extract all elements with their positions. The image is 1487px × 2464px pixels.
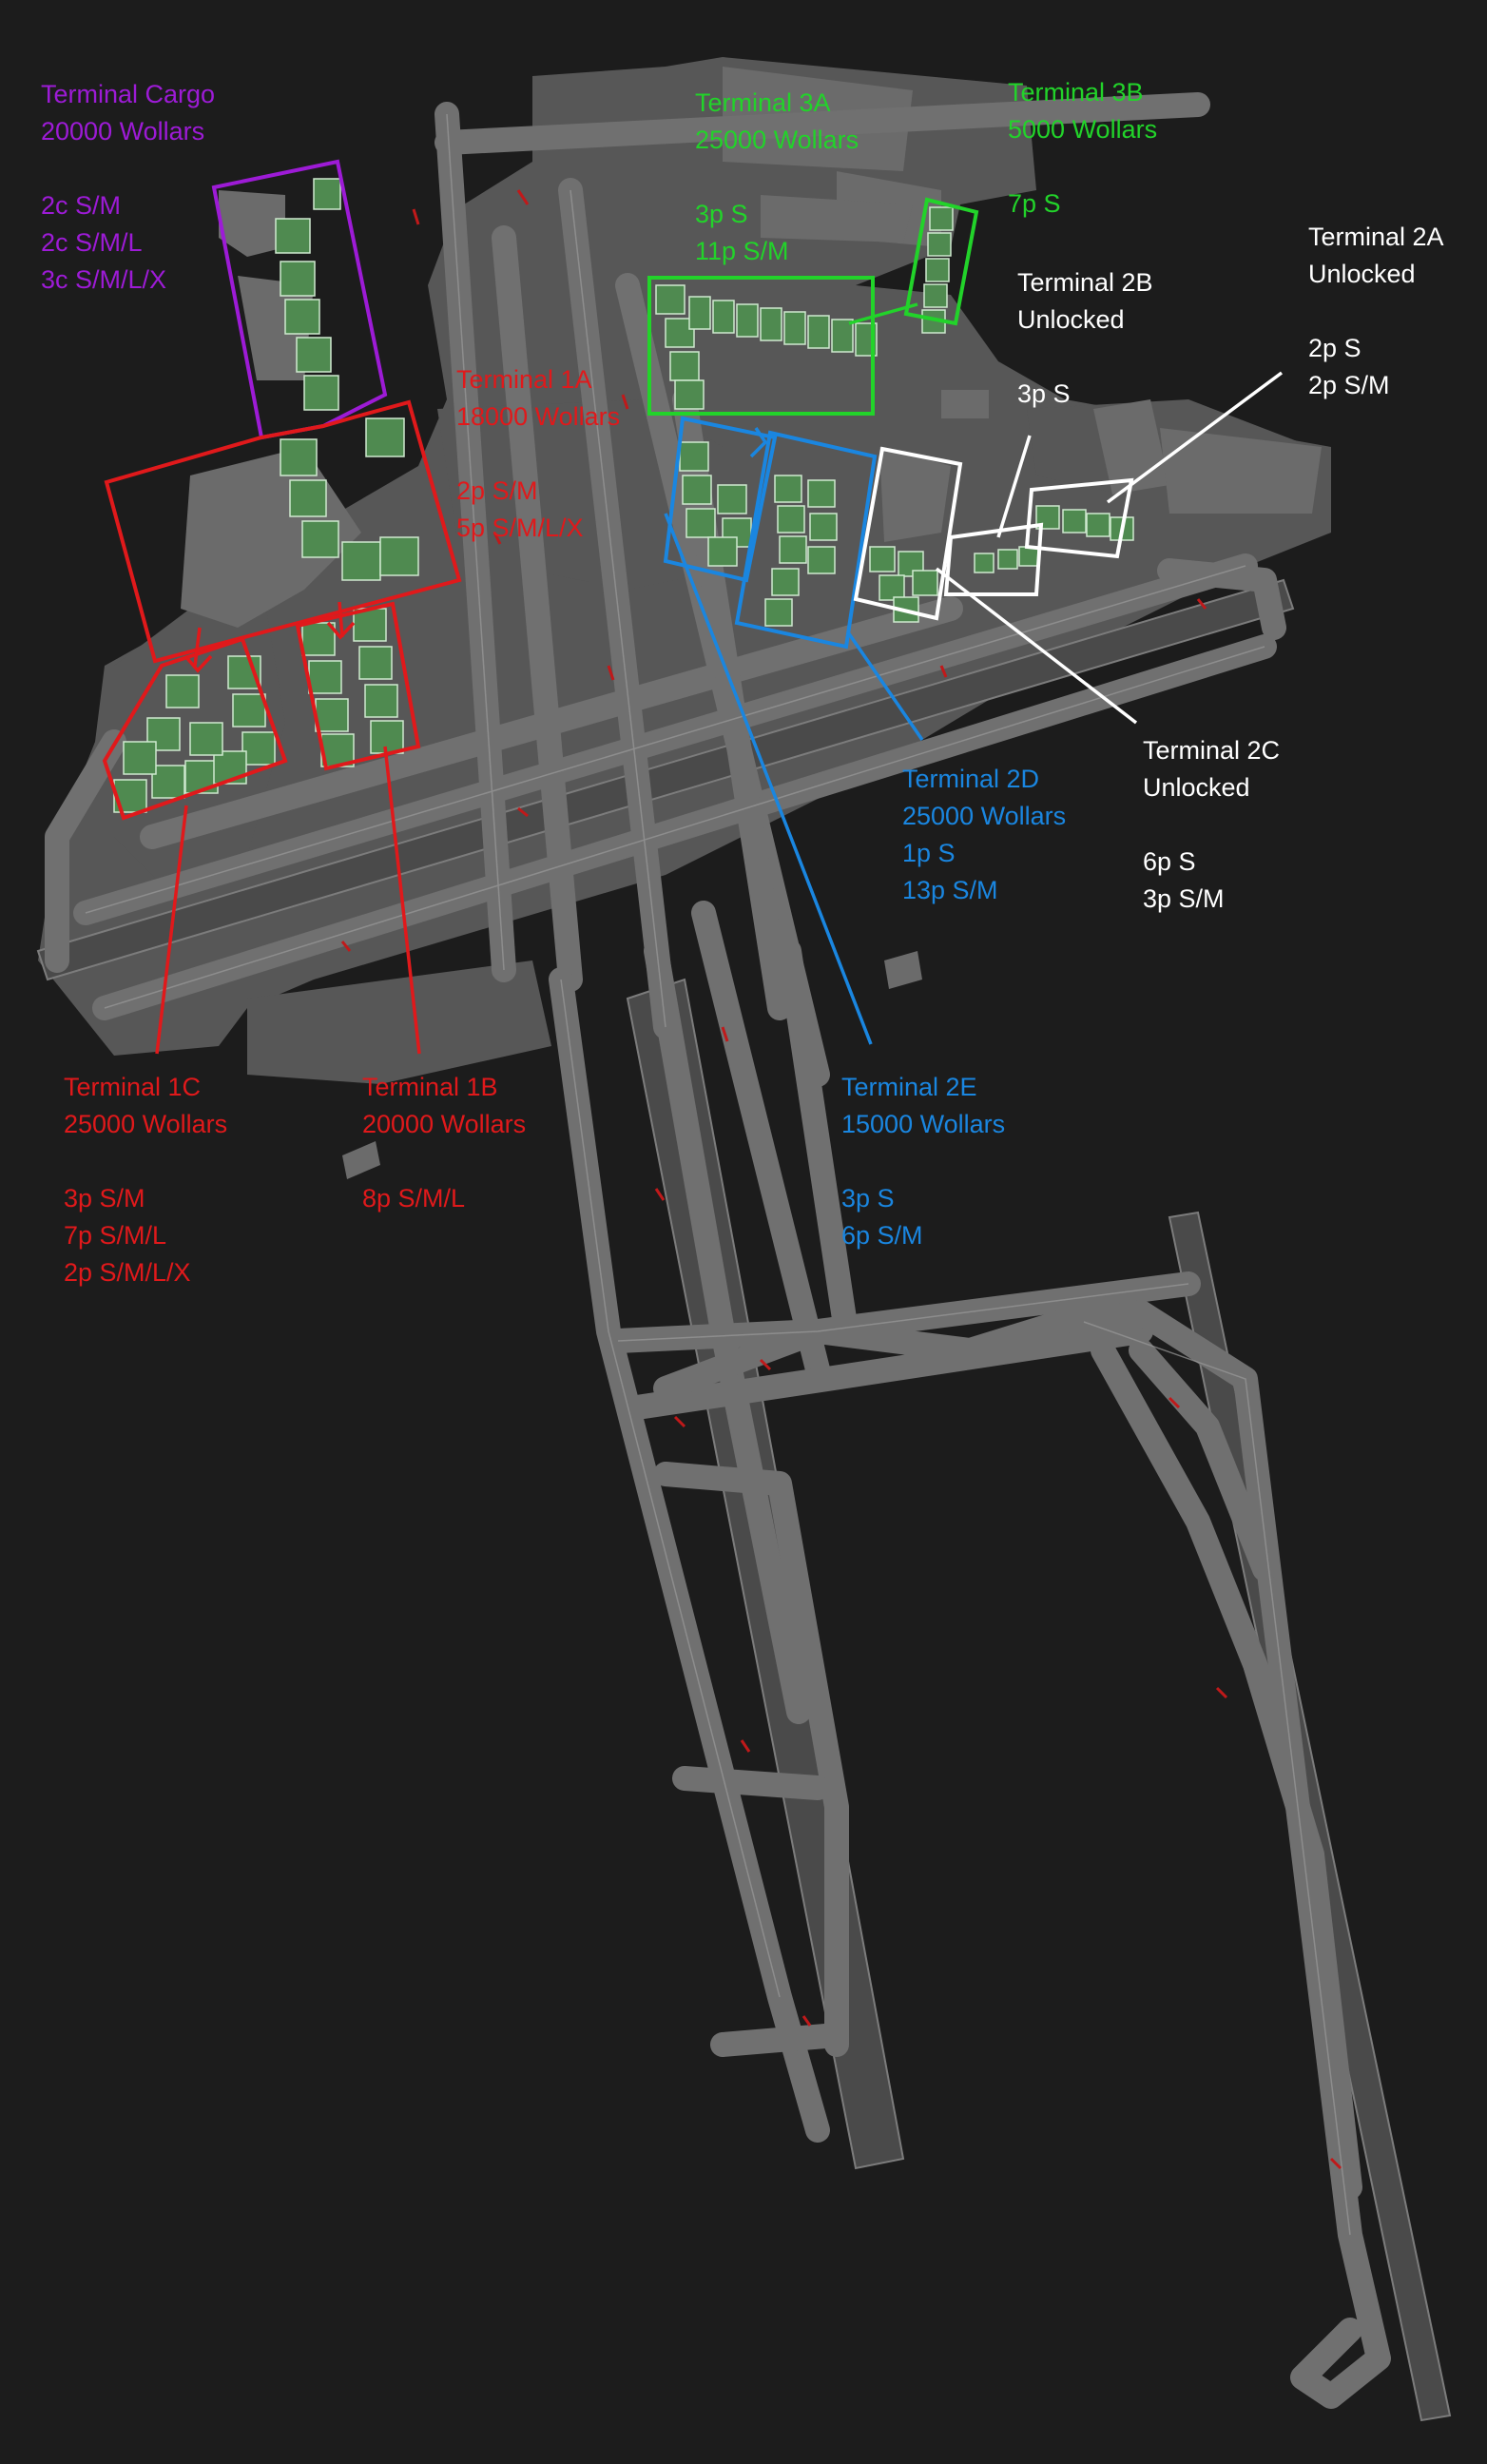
terminal-1a-cost: 18000 Wollars [456,402,621,431]
terminal-1c-name: Terminal 1C [64,1073,202,1101]
hold-markings [340,189,1342,2170]
outline-2a [1024,477,1134,559]
terminal-1b-name: Terminal 1B [362,1073,498,1101]
label-terminal-2a: Terminal 2A Unlocked 2p S 2p S/M [1308,219,1444,404]
pointer-arrowheads [183,427,768,673]
terminal-1c-cost: 25000 Wollars [64,1110,228,1138]
label-terminal-2b: Terminal 2B Unlocked 3p S [1017,264,1153,413]
terminal-1a-stand: 5p S/M/L/X [456,514,584,542]
terminal-1a-stand: 2p S/M [456,476,538,505]
label-terminal-1a: Terminal 1A 18000 Wollars 2p S/M 5p S/M/… [456,361,620,547]
terminal-2b-stand: 3p S [1017,379,1071,408]
outline-3a [647,276,875,416]
terminal-3a-cost: 25000 Wollars [695,126,859,154]
terminal-2e-stand: 3p S [841,1184,895,1213]
taxiway-centerlines [85,113,1351,2236]
terminal-2d-stand: 1p S [902,839,956,867]
outline-3b [903,197,979,326]
terminal-3a-stand: 3p S [695,200,748,228]
terminal-3a-stand: 11p S/M [695,237,789,265]
terminal-outlines [102,159,1134,821]
outline-1c [102,636,288,821]
terminal-1a-name: Terminal 1A [456,365,592,394]
terminal-2a-stand: 2p S [1308,334,1361,362]
terminal-2d-name: Terminal 2D [902,765,1040,793]
outline-2c [853,446,963,621]
terminal-2b-name: Terminal 2B [1017,268,1153,297]
terminal-3a-name: Terminal 3A [695,88,831,117]
terminal-2e-name: Terminal 2E [841,1073,977,1101]
terminal-1b-cost: 20000 Wollars [362,1110,527,1138]
terminal-2c-stand: 3p S/M [1143,884,1225,913]
label-terminal-2c: Terminal 2C Unlocked 6p S 3p S/M [1143,732,1280,918]
terminal-cargo-stand: 2c S/M/L [41,228,143,257]
terminal-cargo-stand: 3c S/M/L/X [41,265,167,294]
terminal-3b-name: Terminal 3B [1008,78,1144,107]
aircraft-stands [113,178,1134,813]
outline-2d-left [663,416,778,583]
terminal-cargo-stand: 2c S/M [41,191,122,220]
terminal-2a-stand: 2p S/M [1308,371,1390,399]
terminal-1c-stand: 3p S/M [64,1184,145,1213]
terminal-2c-cost: Unlocked [1143,773,1250,802]
terminal-1c-stand: 7p S/M/L [64,1221,167,1250]
label-terminal-3b: Terminal 3B 5000 Wollars 7p S [1008,74,1157,223]
terminal-2a-name: Terminal 2A [1308,223,1444,251]
terminal-1b-stand: 8p S/M/L [362,1184,466,1213]
outline-1a [104,399,462,664]
terminal-2a-cost: Unlocked [1308,260,1416,288]
terminal-2d-cost: 25000 Wollars [902,802,1067,830]
label-terminal-1b: Terminal 1B 20000 Wollars 8p S/M/L [362,1069,526,1217]
terminal-2e-stand: 6p S/M [841,1221,923,1250]
label-terminal-1c: Terminal 1C 25000 Wollars 3p S/M 7p S/M/… [64,1069,227,1291]
label-terminal-2e: Terminal 2E 15000 Wollars 3p S 6p S/M [841,1069,1005,1254]
terminal-2c-name: Terminal 2C [1143,736,1281,765]
terminal-2e-cost: 15000 Wollars [841,1110,1006,1138]
label-terminal-cargo: Terminal Cargo 20000 Wollars 2c S/M 2c S… [41,76,215,299]
label-terminal-2d: Terminal 2D 25000 Wollars 1p S 13p S/M [902,761,1066,909]
terminal-cargo-name: Terminal Cargo [41,80,216,108]
outline-cargo [211,159,388,440]
terminal-2c-stand: 6p S [1143,847,1196,876]
outline-2d-right [734,430,878,650]
outline-1b [295,601,421,771]
label-terminal-3a: Terminal 3A 25000 Wollars 3p S 11p S/M [695,85,859,270]
terminal-2b-cost: Unlocked [1017,305,1125,334]
terminal-cargo-cost: 20000 Wollars [41,117,205,146]
pointer-lines [155,302,1284,1055]
terminal-2d-stand: 13p S/M [902,876,998,904]
terminal-buildings [181,67,1322,1179]
terminal-3b-cost: 5000 Wollars [1008,115,1158,144]
terminal-3b-stand: 7p S [1008,189,1061,218]
terminal-1c-stand: 2p S/M/L/X [64,1258,191,1287]
